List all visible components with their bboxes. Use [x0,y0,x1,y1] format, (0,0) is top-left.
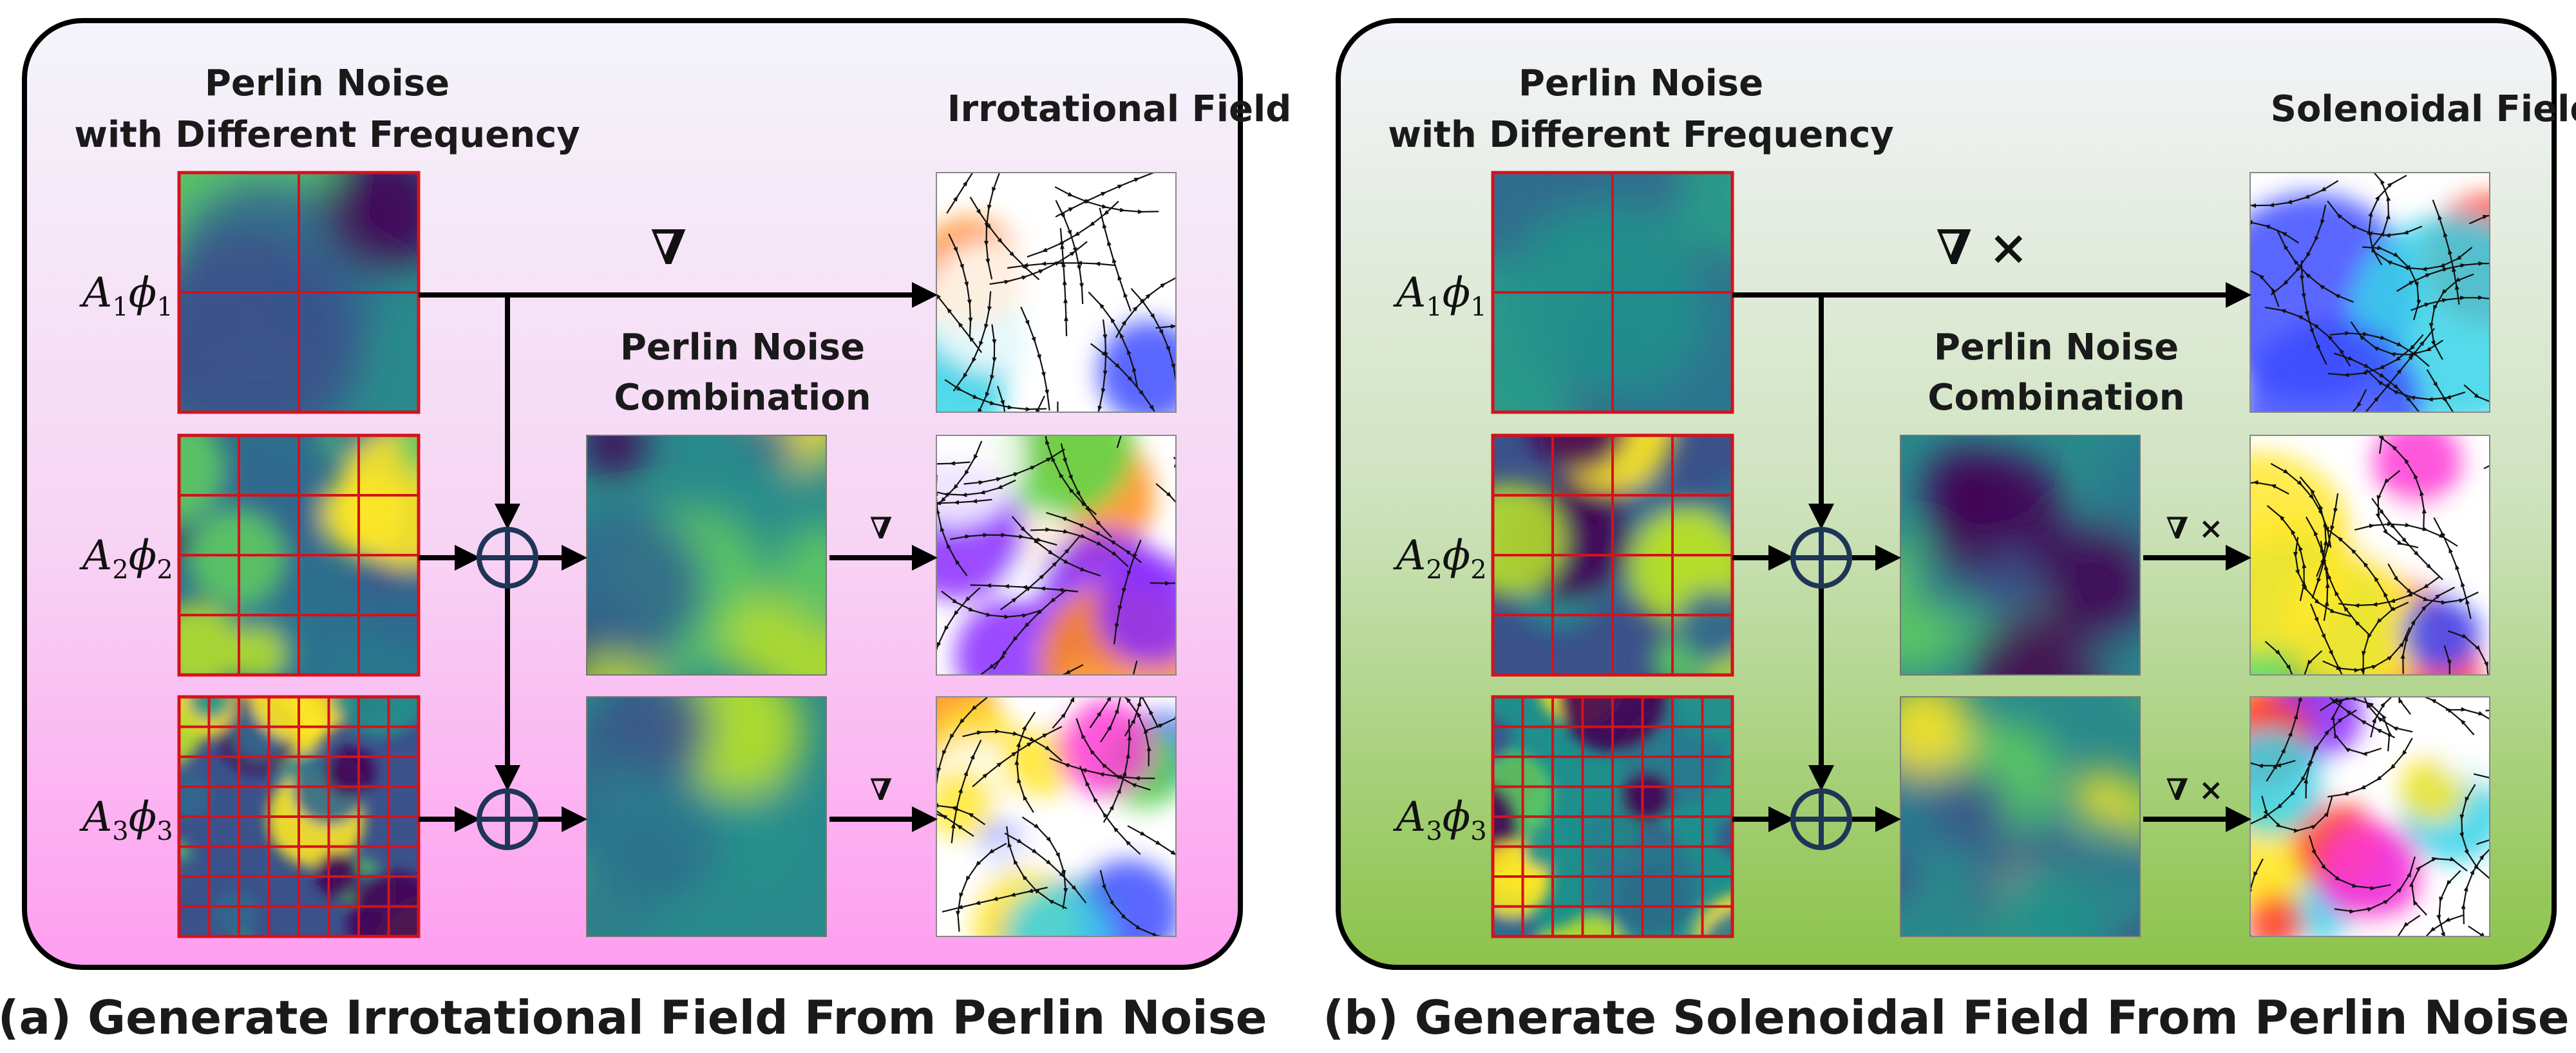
operator-small-3: ∇ × [2166,772,2223,807]
noise-tile-1 [177,171,421,414]
panel-b: Perlin Noise with Different Frequency Sole… [1388,62,2576,938]
combination-tile-2 [586,435,827,676]
plus-circle-2 [477,527,538,589]
noise-title-line2: with Different Frequency [1388,114,1894,156]
caption-b: (b) Generate Solenoidal Field From Perli… [1323,991,2569,1045]
operator-main: ∇ [650,220,687,276]
combination-title: Perlin Noise [620,327,865,368]
row-label-1: A1ϕ1 [1393,269,1487,322]
operator-small-3: ∇ [870,772,893,807]
field-tile-2 [2249,435,2490,676]
noise-title: Perlin Noise [1519,62,1763,104]
noise-tile-2 [177,433,421,677]
field-tile-2 [936,435,1177,676]
plus-circle-2 [1790,527,1852,589]
row-label-2: A2ϕ2 [79,532,173,585]
combination-tile-2 [1900,435,2141,676]
combination-tile-3 [1900,696,2141,937]
noise-tile-3 [177,695,421,938]
caption-a: (a) Generate Irrotational Field From Per… [0,991,1267,1045]
operator-small-2: ∇ [870,511,893,545]
noise-title-line2: with Different Frequency [74,114,580,156]
combination-tile-3 [586,696,827,937]
noise-tile-2 [1491,433,1734,677]
field-tile-3 [2249,696,2490,937]
operator-small-2: ∇ × [2166,511,2223,545]
noise-title: Perlin Noise [205,62,450,104]
noise-tile-1 [1491,171,1734,414]
field-tile-1 [936,172,1177,413]
field-title: Solenoidal Field [2271,88,2576,130]
field-tile-3 [936,696,1177,937]
combination-title: Perlin Noise [1934,327,2179,368]
operator-main: ∇ × [1936,220,2028,276]
field-title: Irrotational Field [947,88,1292,130]
panel-a: Perlin Noise with Different Frequency Irro… [74,62,1292,938]
plus-circle-3 [477,788,538,850]
row-label-2: A2ϕ2 [1393,532,1487,585]
row-label-3: A3ϕ3 [1393,793,1487,846]
combination-title-line2: Combination [614,377,871,419]
row-label-1: A1ϕ1 [79,269,173,322]
combination-title-line2: Combination [1927,377,2184,419]
row-label-3: A3ϕ3 [79,793,173,846]
plus-circle-3 [1790,788,1852,850]
field-tile-1 [2249,172,2490,413]
